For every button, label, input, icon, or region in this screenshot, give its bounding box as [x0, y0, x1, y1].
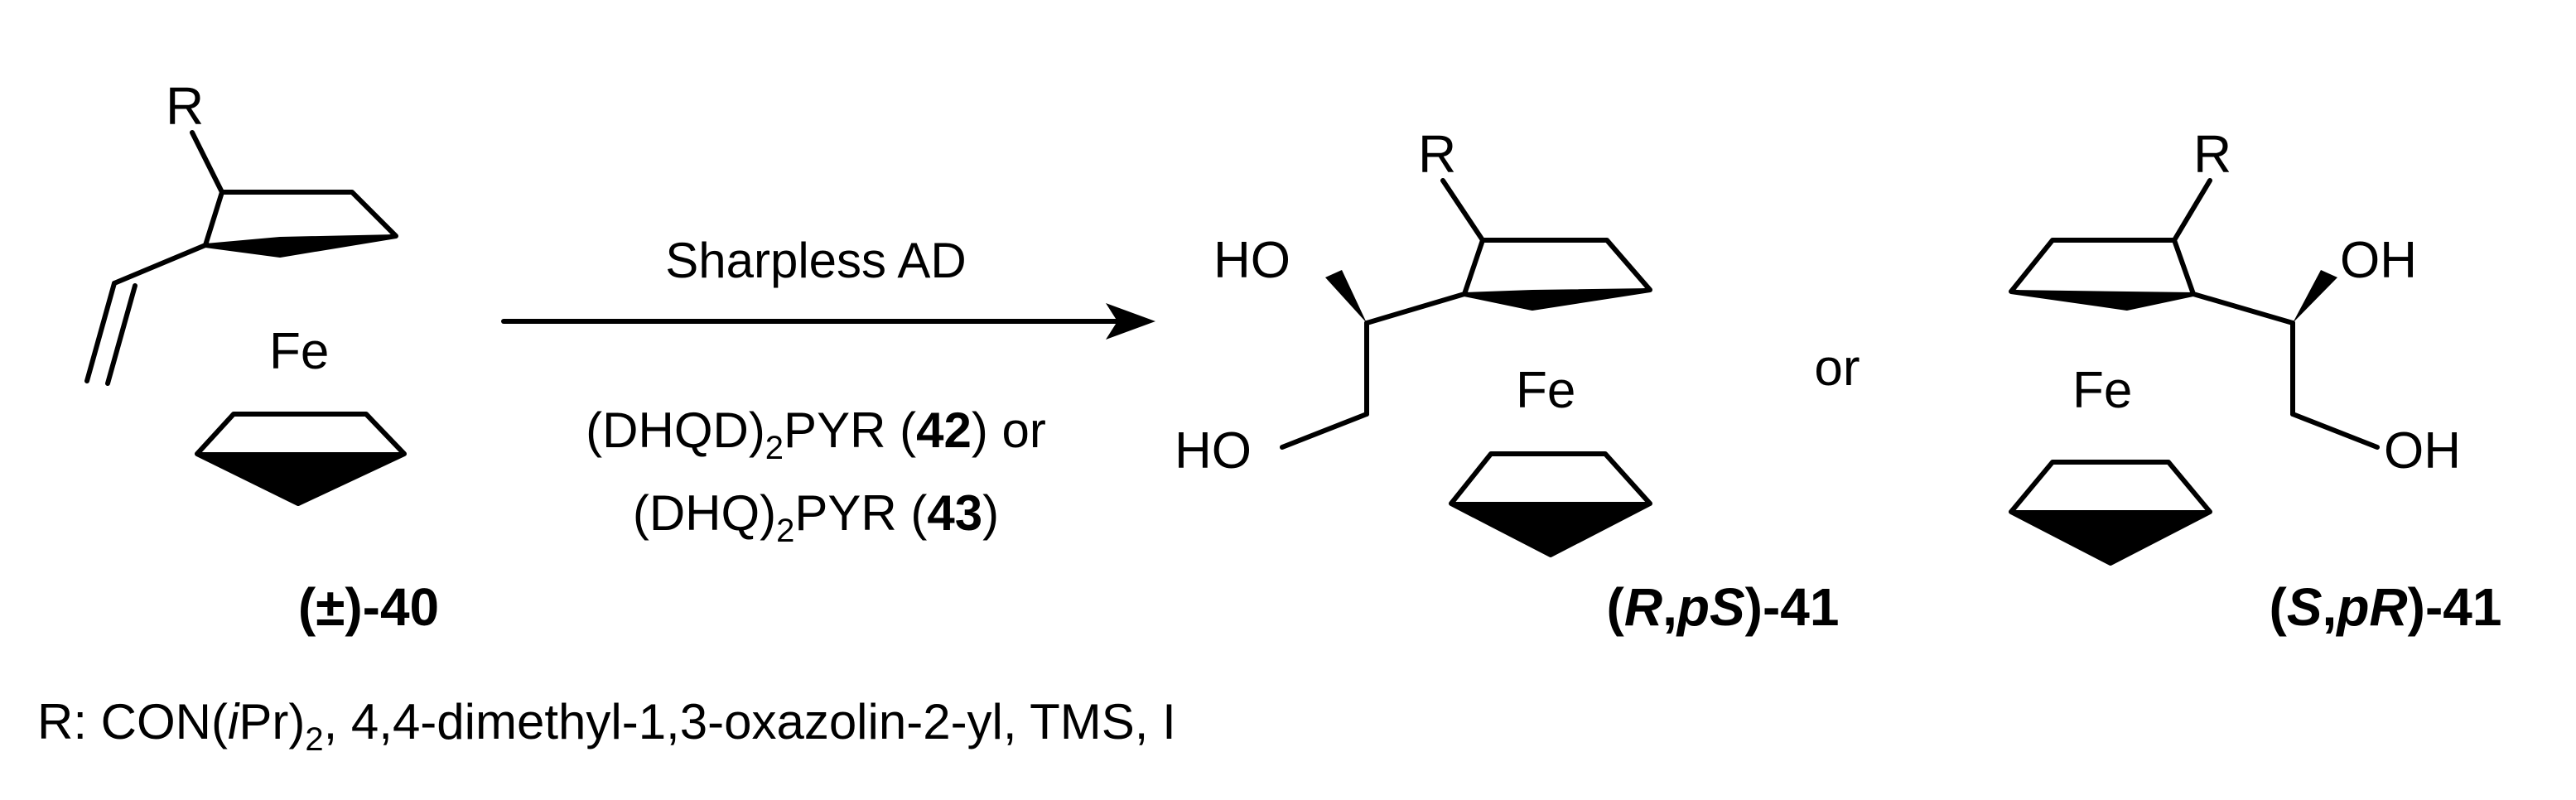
r-bond-41a: [1440, 178, 1485, 243]
fe-label-40: Fe: [269, 323, 329, 380]
condition-above-arrow: Sharpless AD: [665, 233, 967, 288]
cp-ring-lower-40: [195, 412, 407, 506]
vinyl-double-b-40: [105, 283, 137, 386]
cp-ring-upper-41b: [2009, 238, 2196, 311]
chain-bond-1-41b: [2191, 292, 2295, 325]
compound-label-41a: (R,pS)-41: [1607, 577, 1840, 637]
compound-41-s-pr: R OH OH Fe (S,pR)-41: [2009, 124, 2502, 637]
chain-bond-1-41a: [1364, 292, 1467, 325]
r-group-footnote: R: CON(iPr)2, 4,4-dimethyl-1,3-oxazolin-…: [37, 694, 1176, 758]
compound-label-41b: (S,pR)-41: [2270, 577, 2502, 637]
fe-label-41a: Fe: [1516, 362, 1575, 419]
cp-ring-lower-41b: [2009, 460, 2212, 566]
r-label-41a: R: [1418, 124, 1456, 184]
fe-label-41b: Fe: [2072, 362, 2132, 419]
cp-ring-upper-40: [203, 190, 398, 258]
oh-top-41a: HO: [1213, 232, 1290, 289]
wedge-bond-41b: [2293, 270, 2337, 323]
r-bond-41b: [2172, 178, 2212, 243]
compound-41-r-ps: R HO HO Fe (R,pS)-41: [1175, 124, 1839, 637]
cp-ring-upper-41a: [1462, 238, 1652, 311]
oh-top-41b: OH: [2340, 232, 2417, 289]
r-label-41b: R: [2193, 124, 2231, 184]
cp-ring-lower-41a: [1449, 451, 1652, 557]
oh-bottom-41a: HO: [1175, 422, 1252, 480]
arrow-head: [1106, 303, 1155, 340]
chain-bond-3-41a: [1280, 412, 1369, 450]
condition-line-1: (DHQD)2PYR (42) or: [586, 402, 1046, 466]
compound-40: R Fe (±)-40: [84, 76, 439, 637]
condition-line-2: (DHQ)2PYR (43): [633, 485, 999, 549]
wedge-bond-41a: [1325, 270, 1367, 323]
vinyl-double-a-40: [84, 281, 117, 383]
oh-bottom-41b: OH: [2384, 422, 2461, 480]
reaction-arrow: Sharpless AD (DHQD)2PYR (42) or (DHQ)2PY…: [501, 233, 1155, 549]
compound-label-40: (±)-40: [298, 577, 439, 637]
r-label-40: R: [166, 76, 204, 136]
or-text: or: [1814, 340, 1860, 397]
chain-bond-3-41b: [2290, 412, 2380, 450]
r-bond-40: [190, 130, 224, 195]
vinyl-bond-40: [112, 243, 208, 286]
